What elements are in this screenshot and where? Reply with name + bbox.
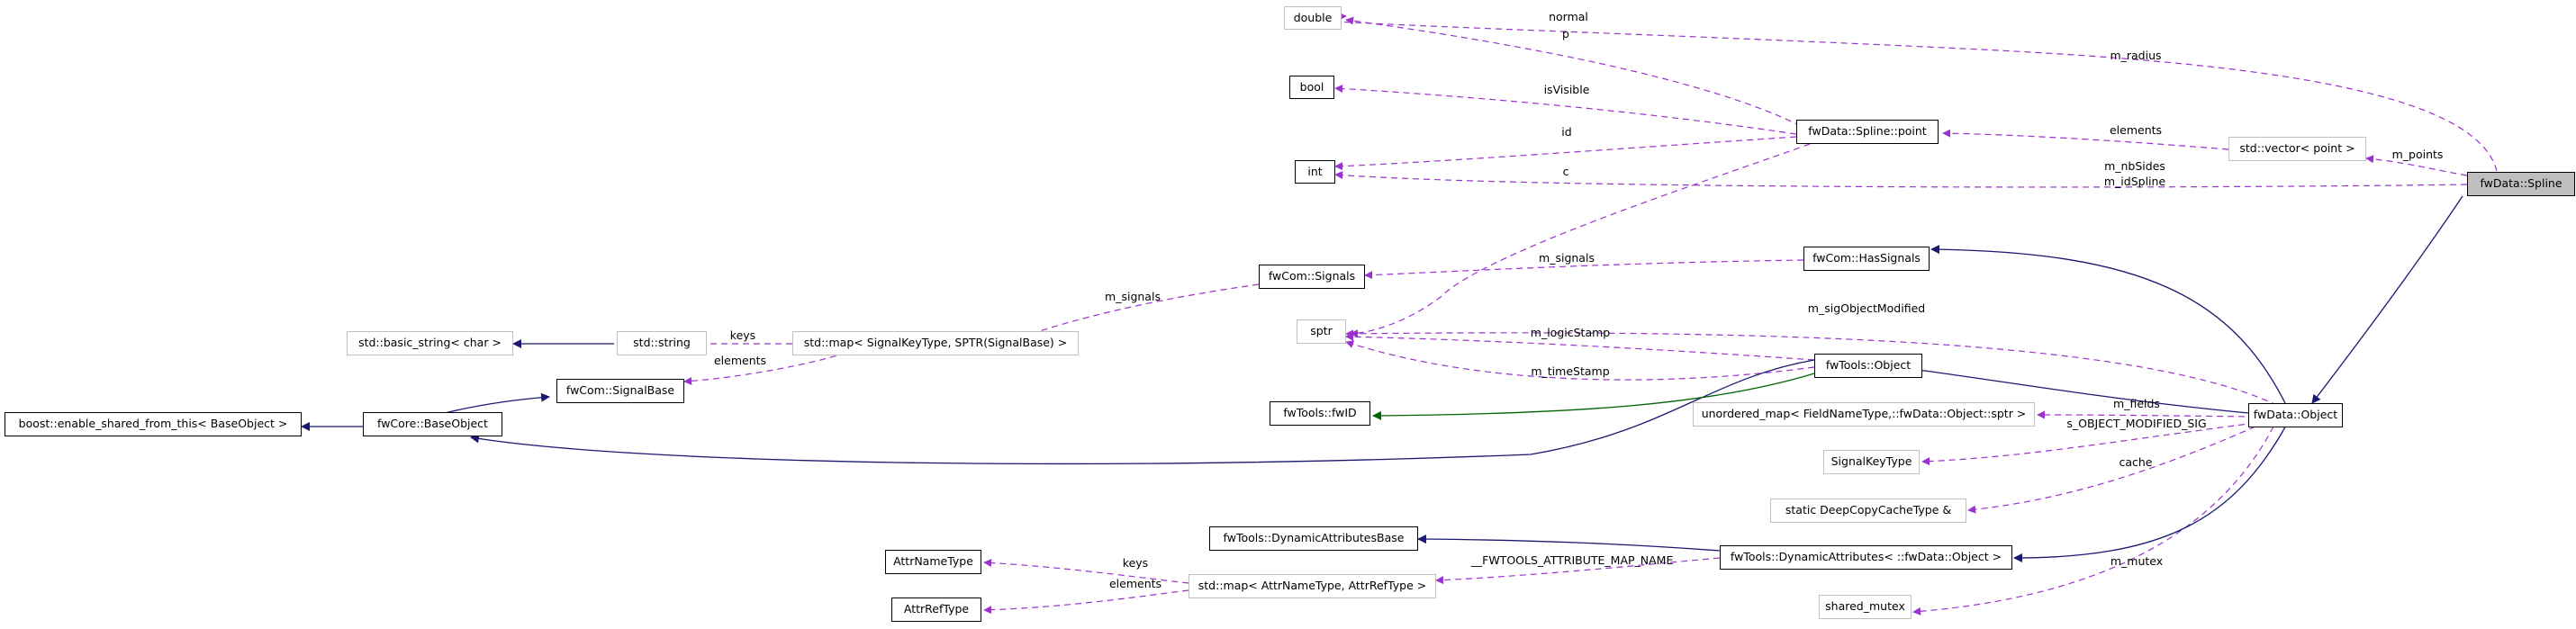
edge-toolsobject-to-fwid <box>1372 373 1815 420</box>
node-vector-point[interactable]: std::vector< point > <box>2228 137 2366 161</box>
edge-normal-p <box>1345 16 1802 127</box>
edge-nbsides-idspline <box>1334 171 2468 188</box>
label-fwtools-attr-map: __FWTOOLS_ATTRIBUTE_MAP_NAME <box>1470 553 1674 567</box>
label-cache: cache <box>2119 455 2153 469</box>
label-normal: normal <box>1549 10 1588 23</box>
label-sig-object-modified: m_sigObjectModified <box>1807 301 1926 315</box>
edge-m-mutex <box>1912 426 2274 616</box>
label-time-stamp: m_timeStamp <box>1531 364 1610 378</box>
node-bool[interactable]: bool <box>1289 76 1334 99</box>
edge-toolsobject-to-baseobject <box>470 359 1815 465</box>
node-basic-string[interactable]: std::basic_string< char > <box>347 331 513 355</box>
edge-logic-stamp <box>1345 332 1815 361</box>
node-spline-point[interactable]: fwData::Spline::point <box>1796 120 1939 144</box>
label-elements-attr: elements <box>1108 577 1162 590</box>
node-dyn-attr[interactable]: fwTools::DynamicAttributes< ::fwData::Ob… <box>1720 545 2012 570</box>
node-attr-name-type[interactable]: AttrNameType <box>885 550 981 574</box>
node-enable-shared[interactable]: boost::enable_shared_from_this< BaseObje… <box>5 412 302 436</box>
edge-m-points <box>2365 155 2468 176</box>
label-m-signals-map: m_signals <box>1105 290 1161 303</box>
edge-time-stamp <box>1345 340 1815 381</box>
label-id: id <box>1561 125 1572 139</box>
label-elements-signal: elements <box>713 354 767 367</box>
edge-m-signals-has <box>1364 259 1804 280</box>
node-attr-map[interactable]: std::map< AttrNameType, AttrRefType > <box>1189 574 1436 598</box>
edge-fwtools-attr-map <box>1435 557 1721 585</box>
node-tools-object[interactable]: fwTools::Object <box>1814 354 1922 378</box>
edge-elements-signal <box>683 352 847 385</box>
edge-keys-attr <box>983 558 1189 584</box>
label-m-nbsides: m_nbSides <box>2104 159 2165 173</box>
label-isvisible: isVisible <box>1543 83 1590 96</box>
node-signal-base[interactable]: fwCom::SignalBase <box>556 379 684 403</box>
node-deep-copy-cache[interactable]: static DeepCopyCacheType & <box>1770 499 1966 523</box>
label-elements-points: elements <box>2109 123 2163 137</box>
label-keys-attr: keys <box>1122 556 1149 570</box>
edge-object-to-hassignals <box>1930 245 2288 408</box>
node-fwid[interactable]: fwTools::fwID <box>1270 401 1370 426</box>
node-data-object[interactable]: fwData::Object <box>2248 403 2343 427</box>
label-object-modified-sig: s_OBJECT_MODIFIED_SIG <box>2066 417 2207 430</box>
label-c: c <box>1562 165 1569 178</box>
node-attr-ref-type[interactable]: AttrRefType <box>891 598 981 622</box>
label-keys-string: keys <box>729 328 756 342</box>
label-m-mutex: m_mutex <box>2110 554 2164 568</box>
edge-dynattr-to-base <box>1417 535 1721 552</box>
node-std-string[interactable]: std::string <box>617 331 707 355</box>
edge-m-fields <box>2037 410 2256 419</box>
edge-cache <box>1967 426 2256 514</box>
edge-object-to-dynattr <box>2013 423 2288 562</box>
label-m-signals-has: m_signals <box>1539 251 1595 265</box>
label-m-points: m_points <box>2391 148 2444 161</box>
edge-elements-points <box>1942 129 2229 150</box>
node-signal-map[interactable]: std::map< SignalKeyType, SPTR(SignalBase… <box>792 331 1079 355</box>
node-signal-key-type[interactable]: SignalKeyType <box>1823 450 1920 474</box>
edge-c <box>1350 143 1811 338</box>
edge-isvisible <box>1334 84 1797 135</box>
node-base-object[interactable]: fwCore::BaseObject <box>363 412 502 436</box>
edge-elements-attr <box>983 589 1189 615</box>
node-spline[interactable]: fwData::Spline <box>2467 172 2575 196</box>
node-double[interactable]: double <box>1284 6 1342 30</box>
label-p: p <box>1562 27 1569 40</box>
node-dyn-attr-base[interactable]: fwTools::DynamicAttributesBase <box>1209 526 1418 551</box>
label-m-radius: m_radius <box>2110 49 2162 62</box>
label-logic-stamp: m_logicStamp <box>1530 326 1611 339</box>
edge-spline-to-object <box>2311 195 2463 404</box>
node-has-signals[interactable]: fwCom::HasSignals <box>1803 247 1930 271</box>
label-m-idspline: m_idSpline <box>2103 175 2166 188</box>
node-signals[interactable]: fwCom::Signals <box>1259 265 1365 289</box>
edge-id <box>1334 136 1797 171</box>
node-sptr[interactable]: sptr <box>1297 319 1346 344</box>
node-int[interactable]: int <box>1295 160 1335 184</box>
label-m-fields: m_fields <box>2113 397 2160 410</box>
node-unordered-map[interactable]: unordered_map< FieldNameType,::fwData::O… <box>1693 402 2035 427</box>
node-shared-mutex[interactable]: shared_mutex <box>1819 595 1912 619</box>
edge-object-modified-sig <box>1921 422 2256 466</box>
